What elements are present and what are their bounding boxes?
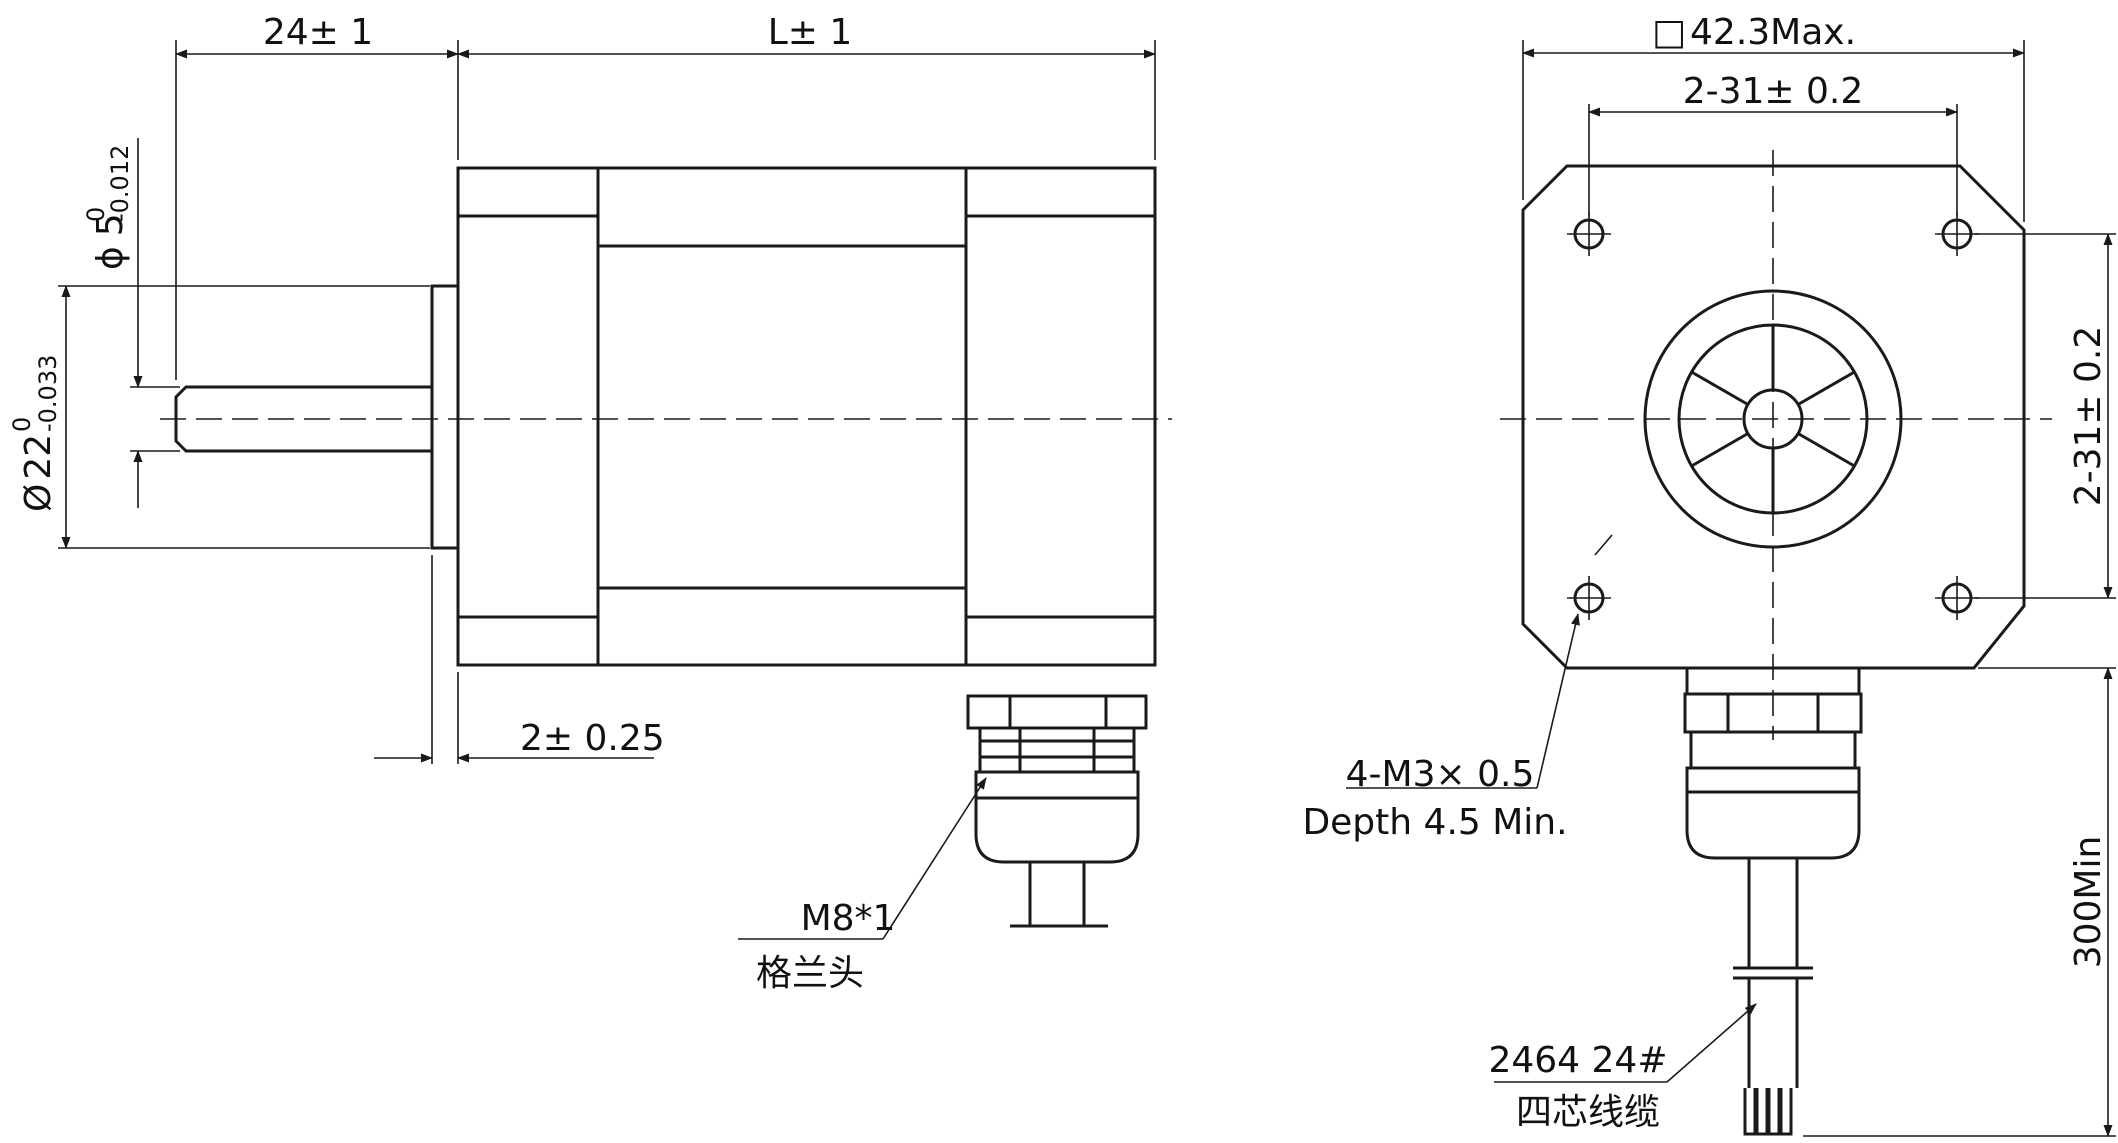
side-view: 24± 1 L± 1 2± 0.25 ϕ 5 0 -0.012 — [8, 12, 1172, 994]
bearing-spoke — [1797, 432, 1856, 468]
shaft-dia-tol-lower: -0.012 — [106, 145, 134, 222]
mounting-hole-br — [1935, 576, 1979, 620]
motor-body-side — [456, 166, 1157, 667]
svg-text:ϕ 5: ϕ 5 — [90, 213, 131, 270]
dim-square-size: □ 42.3Max. — [1522, 12, 2025, 222]
shaft-dia-symbol: ϕ — [90, 246, 131, 270]
svg-text:□ 42.3Max.: □ 42.3Max. — [1652, 12, 1856, 53]
bearing-spoke — [1690, 432, 1749, 468]
boss-dia-tol-upper: 0 — [8, 417, 36, 432]
thread-spec-label: 4-M3× 0.5 — [1346, 754, 1535, 795]
boss-dia-tol-lower: -0.033 — [34, 355, 62, 432]
connector-front — [1683, 666, 1863, 860]
hole-spacing-h-label: 2-31± 0.2 — [1683, 71, 1864, 112]
connector-spec-label: M8*1 — [801, 898, 896, 939]
cable-front — [1733, 858, 1813, 1136]
connector-side — [966, 694, 1148, 928]
dim-shaft-dia: ϕ 5 0 -0.012 — [82, 138, 180, 508]
dim-cable-length: 300Min — [1803, 667, 2116, 1137]
dim-hole-spacing-h: 2-31± 0.2 — [1588, 71, 1958, 216]
shaft-side — [174, 284, 460, 550]
connector-callout: M8*1 格兰头 — [738, 777, 987, 994]
mounting-hole-tr — [1935, 212, 1979, 256]
boss-dia-symbol: Ø — [18, 484, 59, 512]
flange-front — [1521, 164, 2026, 670]
bearing-spoke — [1690, 370, 1749, 406]
hole-spacing-v-label: 2-31± 0.2 — [2068, 326, 2109, 507]
boss-dia-value: 22 — [18, 434, 59, 480]
shaft-length-label: 24± 1 — [263, 12, 373, 53]
cable-length-label: 300Min — [2068, 836, 2109, 969]
cable-callout: 2464 24# 四芯线缆 — [1488, 1003, 1757, 1133]
dim-boss-height: 2± 0.25 — [374, 555, 665, 764]
body-length-label: L± 1 — [768, 12, 853, 53]
mounting-hole-tl — [1567, 212, 1611, 256]
cable-wires — [1743, 1088, 1793, 1136]
svg-text:Ø 22: Ø 22 — [18, 434, 59, 512]
boss-height-label: 2± 0.25 — [520, 718, 665, 759]
dim-boss-dia: Ø 22 0 -0.033 — [8, 285, 430, 549]
square-symbol: □ — [1652, 12, 1686, 53]
dim-body-length: L± 1 — [457, 12, 1156, 59]
front-view: □ 42.3Max. 2-31± 0.2 2-31± 0.2 300Min — [1302, 12, 2116, 1137]
mounting-holes — [1567, 212, 1979, 620]
cable-name-label: 四芯线缆 — [1516, 1092, 1660, 1133]
shaft-dia-value: 5 — [90, 213, 131, 236]
dim-shaft-length: 24± 1 — [175, 12, 1156, 380]
square-size-label: 42.3Max. — [1690, 12, 1856, 53]
thread-depth-label: Depth 4.5 Min. — [1302, 802, 1567, 843]
connector-name-label: 格兰头 — [756, 953, 864, 994]
cable-spec-label: 2464 24# — [1488, 1040, 1667, 1081]
shaft-dia-tol-upper: 0 — [82, 207, 110, 222]
dim-hole-spacing-v: 2-31± 0.2 — [1975, 233, 2116, 599]
mounting-hole-bl — [1567, 576, 1611, 620]
bearing-spoke — [1797, 370, 1856, 406]
thread-callout: 4-M3× 0.5 Depth 4.5 Min. — [1302, 534, 1613, 843]
